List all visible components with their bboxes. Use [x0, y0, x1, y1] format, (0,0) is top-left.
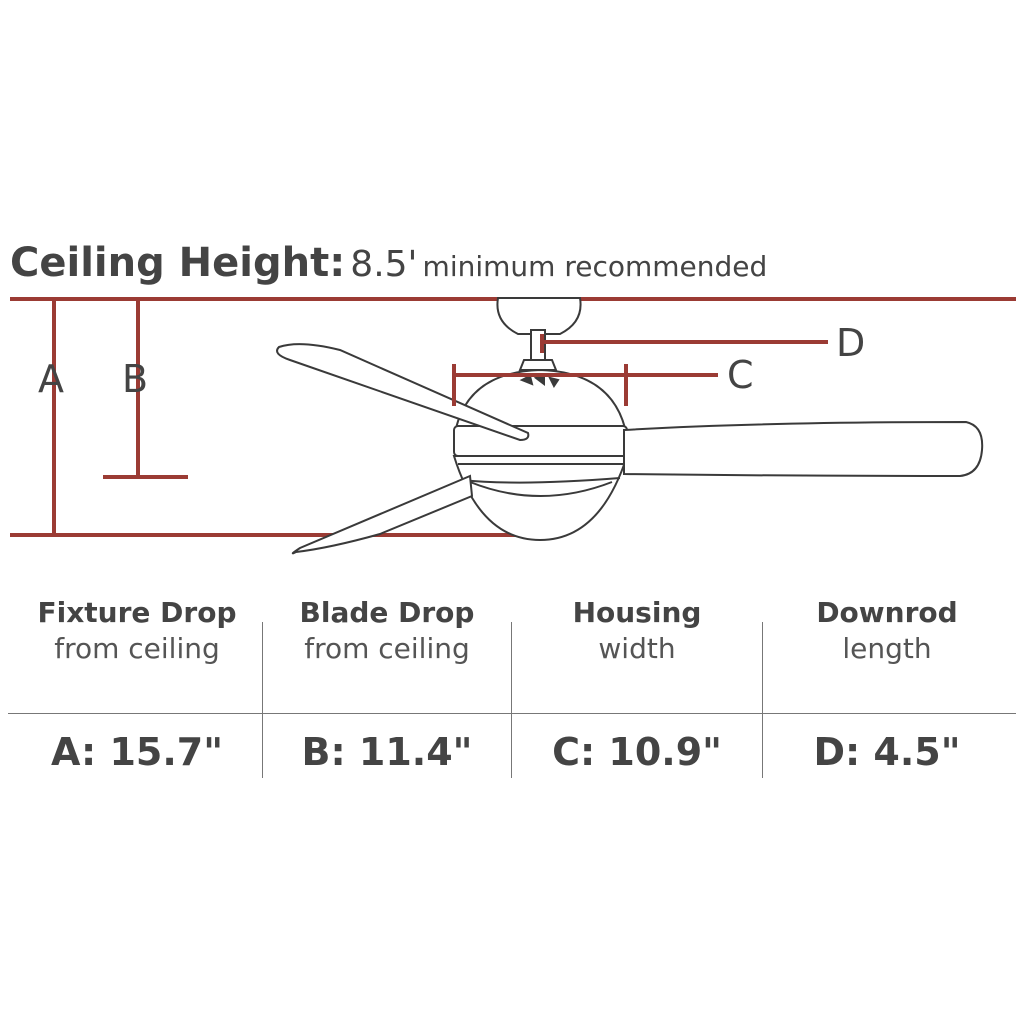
- fixture-drop-subtitle: from ceiling: [54, 632, 220, 665]
- dimension-d-letter: D: [836, 321, 866, 365]
- downrod-subtitle: length: [842, 632, 932, 665]
- dimension-c-marker: [452, 364, 718, 406]
- blade-drop-title: Blade Drop: [299, 596, 475, 629]
- column-divider: [262, 622, 263, 778]
- dimension-c-letter: C: [727, 353, 754, 397]
- column-divider: [511, 622, 512, 778]
- downrod-value: D: 4.5": [813, 730, 961, 774]
- housing-subtitle: width: [598, 632, 676, 665]
- dimension-b-letter: B: [122, 357, 149, 401]
- dimension-a-letter: A: [38, 357, 64, 401]
- dimension-b-marker: [103, 299, 188, 479]
- fixture-drop-value: A: 15.7": [50, 730, 224, 774]
- fan-canopy: [496, 297, 582, 335]
- fan-blade-right: [623, 420, 984, 478]
- ceiling-height-label: Ceiling Height:: [10, 240, 346, 286]
- fan-blade-lower-left: [291, 474, 474, 555]
- fan-dimension-diagram: [10, 297, 1016, 555]
- downrod-title: Downrod: [816, 596, 958, 629]
- table-divider: [8, 713, 1016, 714]
- fixture-drop-title: Fixture Drop: [37, 596, 237, 629]
- fan-housing: [454, 368, 627, 429]
- ceiling-fan-drawing: [276, 297, 984, 555]
- ceiling-height-value: 8.5': [350, 244, 418, 285]
- housing-value: C: 10.9": [552, 730, 722, 774]
- blade-drop-value: B: 11.4": [301, 730, 473, 774]
- column-divider: [762, 622, 763, 778]
- ceiling-height-heading: Ceiling Height: 8.5' minimum recommended: [10, 240, 767, 286]
- fan-blade-upper-left: [276, 343, 530, 442]
- housing-title: Housing: [572, 596, 702, 629]
- blade-drop-subtitle: from ceiling: [304, 632, 470, 665]
- dimension-d-marker: [540, 334, 828, 353]
- ceiling-height-note: minimum recommended: [422, 250, 768, 283]
- dimension-a-marker: [10, 299, 540, 537]
